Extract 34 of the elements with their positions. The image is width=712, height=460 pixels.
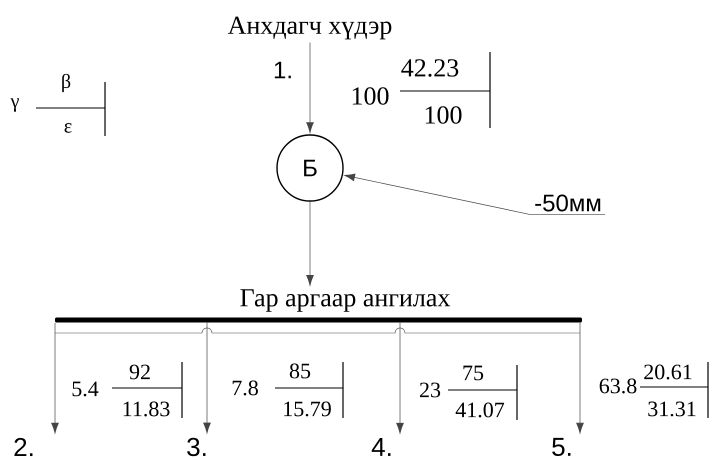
arrow bbox=[203, 322, 211, 434]
arrow bbox=[51, 322, 59, 434]
stream-label: 3. bbox=[187, 438, 206, 456]
annotation-number: 11.83 bbox=[124, 402, 170, 416]
key-symbol: ε bbox=[64, 123, 72, 133]
stream-label: 2. bbox=[14, 438, 32, 456]
annotation-number: 7.8 bbox=[232, 380, 258, 396]
annotation-number: 100 bbox=[426, 106, 462, 124]
arrow bbox=[396, 322, 404, 434]
annotation-number: 85 bbox=[290, 364, 310, 378]
callout-text: -50мм bbox=[535, 194, 600, 212]
leader-line bbox=[344, 174, 606, 216]
annotation-number: 23 bbox=[420, 382, 440, 398]
arrow bbox=[306, 42, 314, 134]
node-label: Гар аргаар ангилах bbox=[240, 289, 450, 312]
annotation-number: 31.31 bbox=[648, 402, 696, 416]
annotation-number: 100 bbox=[352, 87, 389, 105]
annotation-number: 15.79 bbox=[284, 402, 331, 416]
annotation-number: 20.61 bbox=[644, 364, 692, 380]
annotation-number: 92 bbox=[130, 364, 150, 380]
arrow bbox=[576, 322, 584, 434]
arrow bbox=[306, 201, 314, 286]
stream-label: 5. bbox=[552, 438, 570, 456]
annotation-number: 42.23 bbox=[401, 59, 458, 77]
key-symbol: γ bbox=[10, 98, 19, 112]
key-symbol: β bbox=[62, 74, 70, 92]
annotation-number: 41.07 bbox=[456, 402, 504, 418]
edge-label: 1. bbox=[274, 62, 291, 78]
sorting-bar: Гар аргаар ангилах bbox=[55, 289, 582, 322]
annotation-number: 63.8 bbox=[600, 378, 636, 394]
annotation-number: 75 bbox=[463, 366, 484, 380]
stream-label: 4. bbox=[372, 438, 390, 456]
feed-label: Анхдагч хүдэр bbox=[228, 16, 392, 40]
annotation-number: 5.4 bbox=[72, 382, 98, 396]
